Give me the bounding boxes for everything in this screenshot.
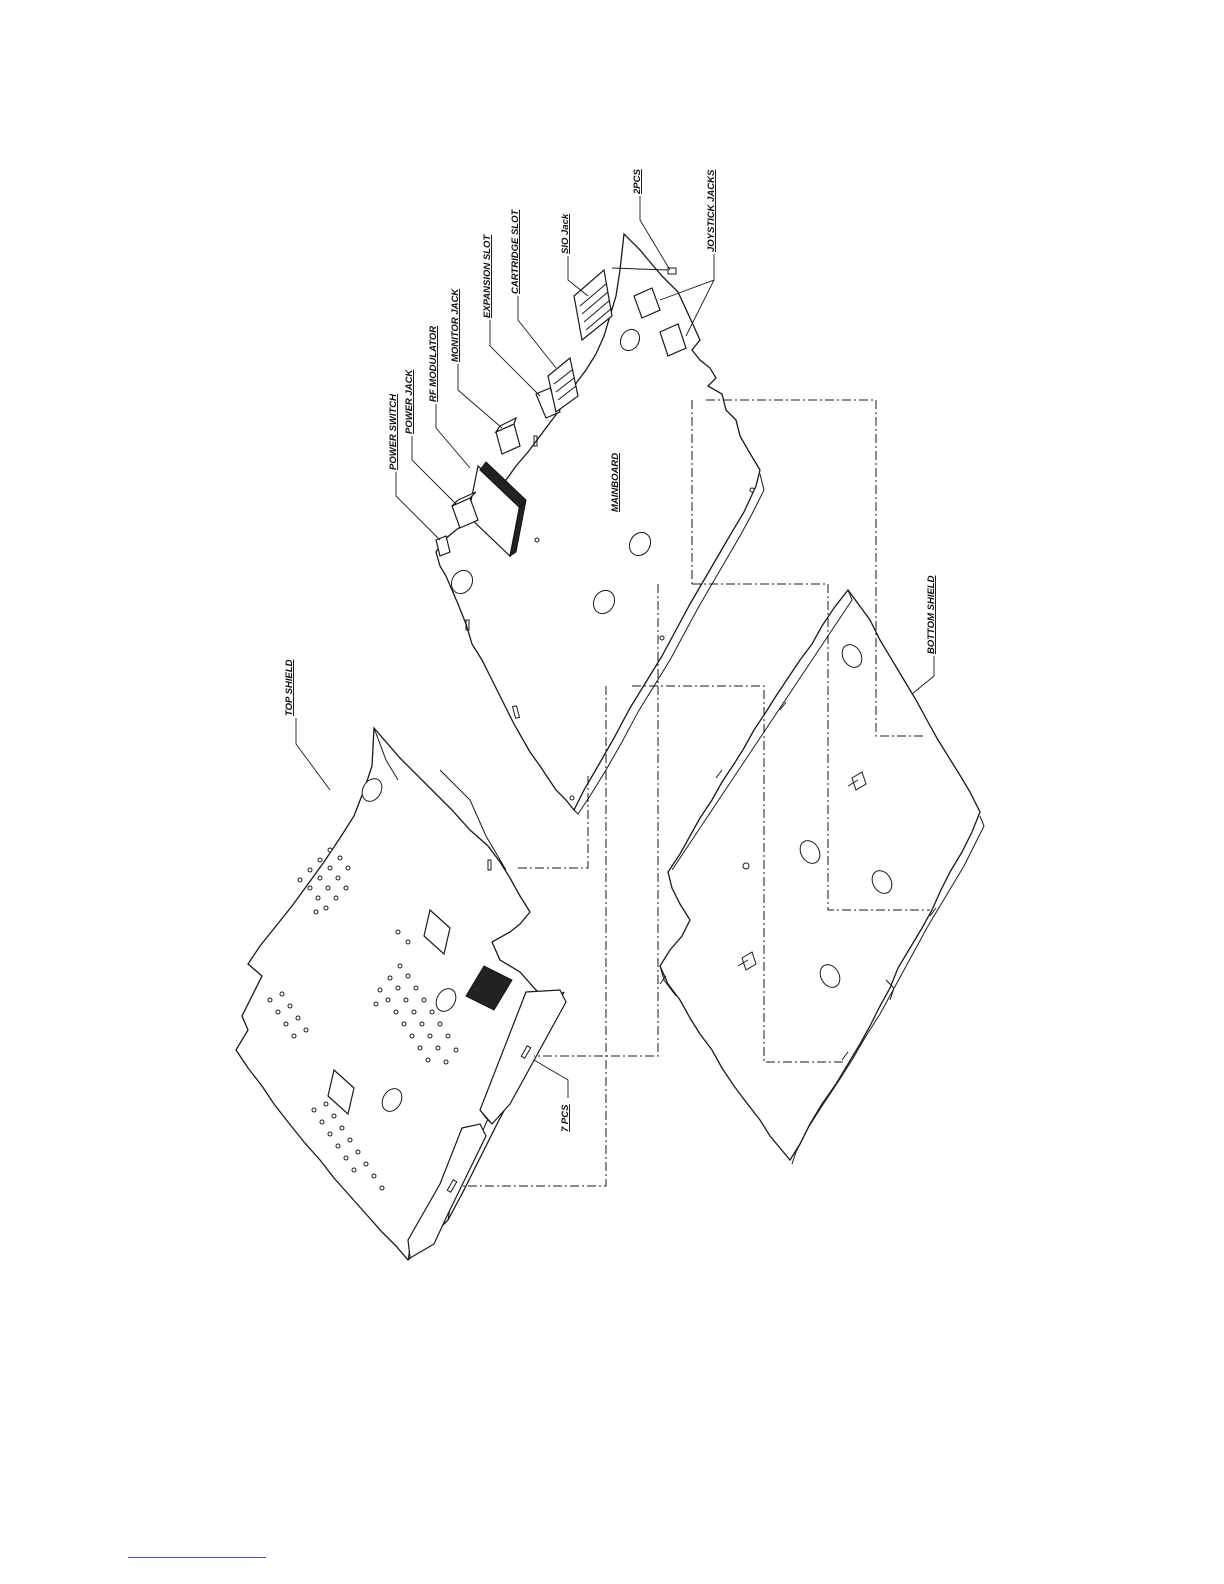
label-power-switch: POWER SWITCH <box>388 393 399 470</box>
label-mainboard: MAINBOARD <box>610 453 621 512</box>
label-rf-modulator: RF MODULATOR <box>428 326 439 402</box>
label-monitor-jack: MONITOR JACK <box>450 288 461 362</box>
label-sio-jack: SIO Jack <box>560 213 571 254</box>
side-skirt-pieces <box>408 990 566 1258</box>
label-7-pcs: 7 PCS <box>560 1104 571 1132</box>
screw-part <box>612 268 676 274</box>
top-shield <box>236 728 564 1260</box>
leader-lines <box>296 196 934 1098</box>
joystick-jack-2 <box>660 324 686 356</box>
footer-rule <box>128 1557 266 1558</box>
label-expansion-slot: EXPANSION SLOT <box>482 234 493 318</box>
label-2pcs: 2PCS <box>632 169 643 195</box>
bottom-shield <box>660 590 984 1164</box>
label-top-shield: TOP SHIELD <box>284 659 295 716</box>
joystick-jack-1 <box>634 288 660 318</box>
label-power-jack: POWER JACK <box>404 368 415 434</box>
label-joystick-jacks: JOYSTICK JACKS <box>706 169 717 252</box>
power-switch-part <box>436 536 450 556</box>
label-bottom-shield: BOTTOM SHIELD <box>926 575 937 654</box>
label-cartridge-slot: CARTRIDGE SLOT <box>510 209 521 294</box>
mainboard <box>436 234 764 814</box>
rf-modulator-box <box>468 462 526 556</box>
monitor-jack-part <box>496 418 520 454</box>
alignment-lines <box>462 400 930 1186</box>
